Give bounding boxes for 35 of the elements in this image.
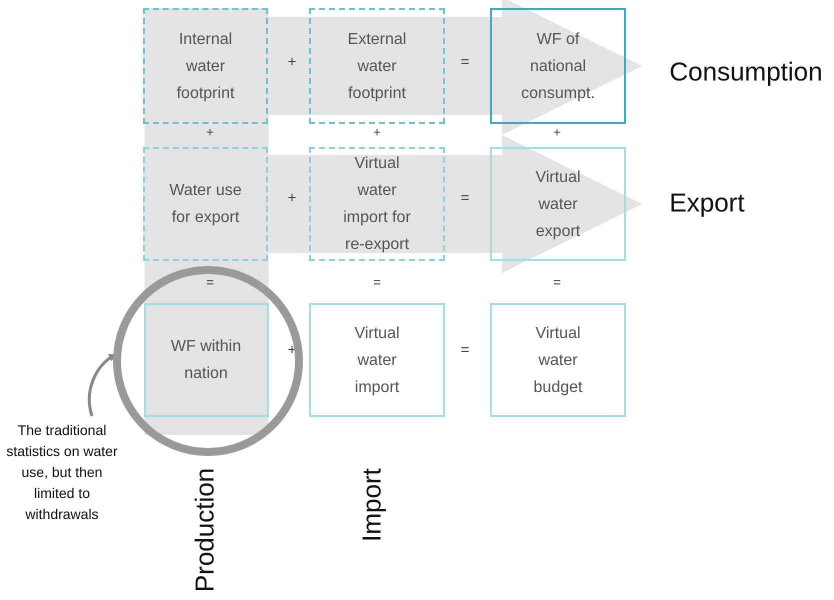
operator-sign: + bbox=[373, 124, 381, 140]
axis-label: Import bbox=[356, 468, 388, 542]
operator-sign: = bbox=[373, 274, 381, 290]
matrix-box bbox=[309, 8, 445, 124]
box-text: Virtual water budget bbox=[532, 324, 584, 398]
operator-sign: + bbox=[206, 124, 214, 140]
box-text: Water use for export bbox=[169, 181, 242, 228]
row-label: Export bbox=[669, 188, 745, 218]
operator-sign: = bbox=[206, 274, 214, 290]
operator-sign: + bbox=[553, 124, 561, 140]
matrix-box bbox=[144, 303, 268, 417]
operator-sign: = bbox=[460, 190, 470, 206]
block-arrow bbox=[144, 8, 268, 435]
operator-sign: + bbox=[288, 190, 296, 206]
box-text: WF of national consumpt. bbox=[520, 30, 596, 104]
operator-sign: = bbox=[460, 54, 470, 70]
matrix-box bbox=[490, 147, 626, 261]
box-text: External water footprint bbox=[346, 30, 408, 104]
box-text: Virtual water export bbox=[534, 168, 582, 242]
row-label: Consumption bbox=[669, 56, 823, 88]
operator-sign: + bbox=[288, 54, 296, 70]
box-text: WF within nation bbox=[170, 337, 242, 384]
box-text: Virtual water import for re-export bbox=[342, 154, 412, 255]
matrix-box bbox=[309, 303, 445, 417]
matrix-box bbox=[309, 147, 445, 261]
box-text: Internal water footprint bbox=[176, 30, 236, 104]
matrix-box bbox=[143, 8, 268, 124]
annotation-text: The traditional statistics on water use, but then limited to withdrawals bbox=[2, 418, 122, 526]
box-text: Virtual water import bbox=[353, 324, 401, 398]
matrix-box bbox=[490, 8, 626, 124]
matrix-box bbox=[143, 147, 268, 261]
operator-sign: = bbox=[460, 342, 470, 358]
axis-label: Production bbox=[190, 468, 220, 592]
operator-sign: = bbox=[553, 274, 561, 290]
matrix-box bbox=[490, 303, 626, 417]
